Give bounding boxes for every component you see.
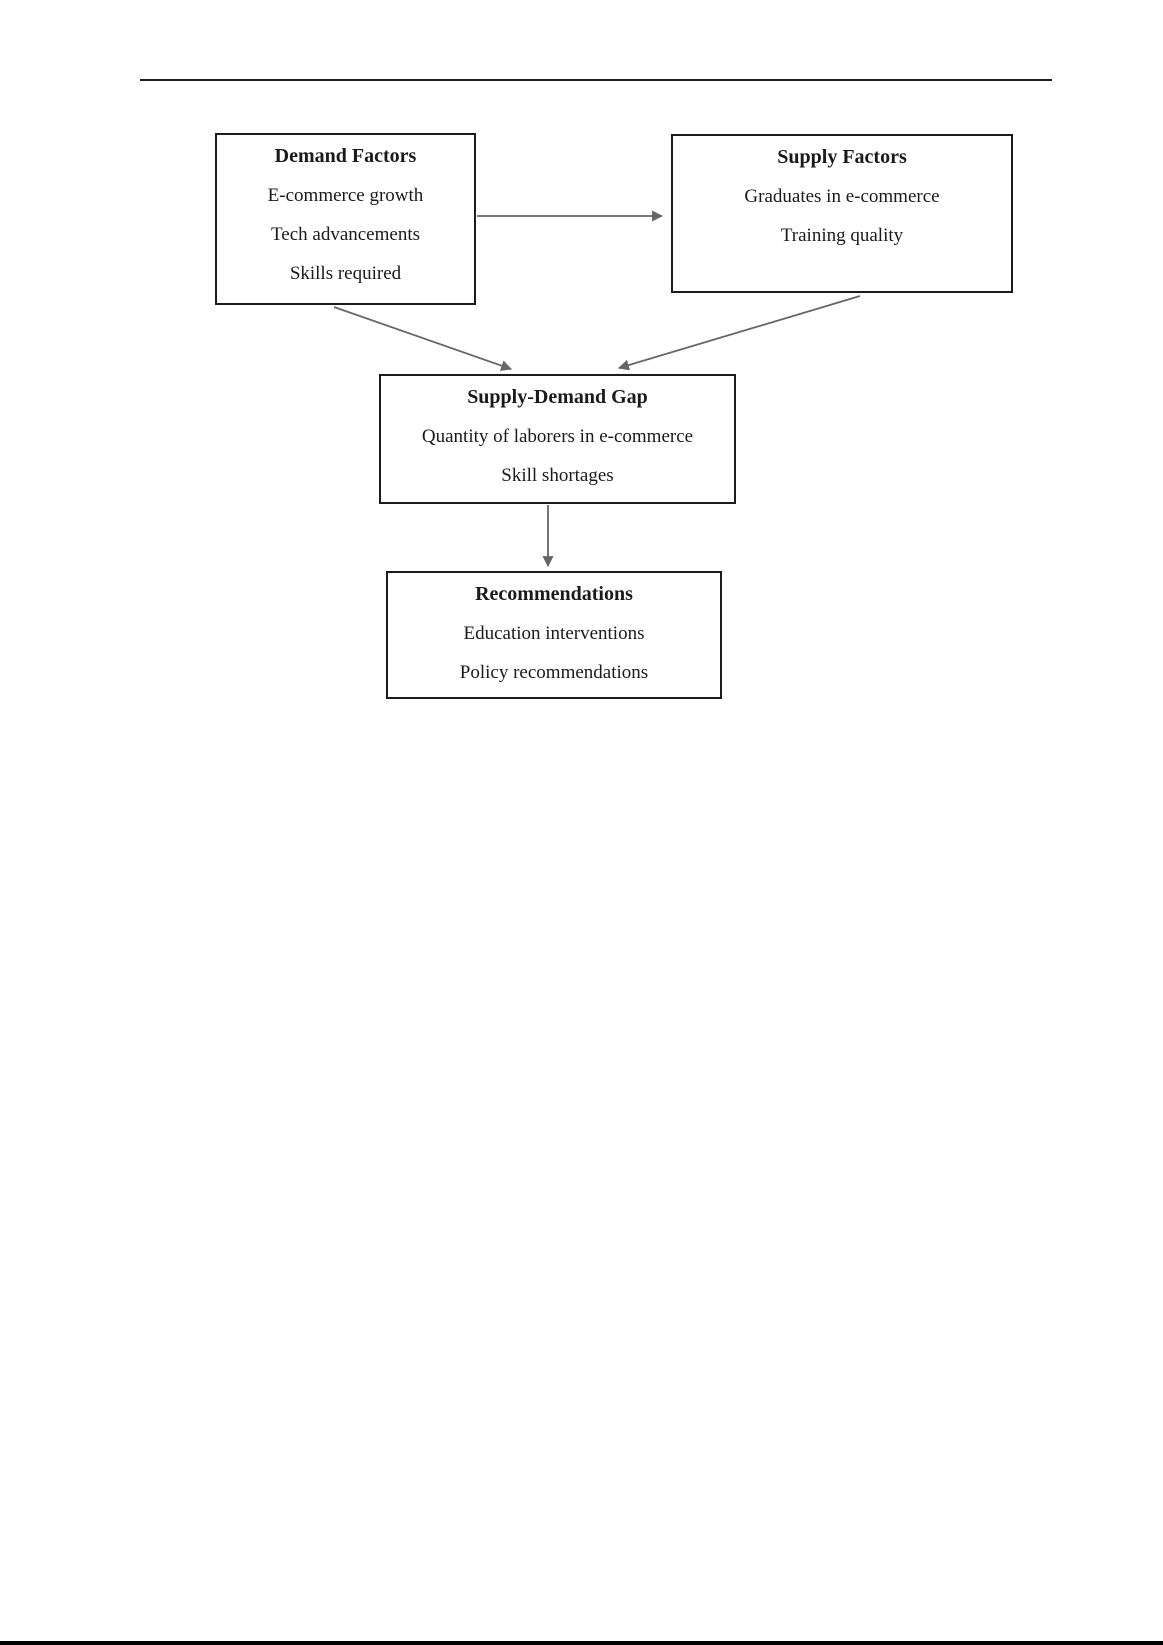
recommendations-item: Education interventions (463, 623, 645, 644)
footer-bar (0, 1641, 1163, 1645)
supply-demand-gap-title: Supply-Demand Gap (467, 386, 648, 408)
recommendations-item: Policy recommendations (459, 662, 649, 683)
demand-factors-item: E-commerce growth (267, 185, 424, 206)
supply-demand-gap-item: Quantity of laborers in e-commerce (421, 426, 694, 447)
supply-demand-gap-item: Skill shortages (501, 465, 614, 486)
demand-factors-item: Tech advancements (270, 224, 420, 245)
supply-demand-gap-box: Supply-Demand Gap Quantity of laborers i… (379, 374, 736, 504)
supply-factors-box: Supply Factors Graduates in e-commerce T… (671, 134, 1013, 293)
arrow-supply-to-gap (617, 295, 861, 371)
header-rule (140, 79, 1052, 81)
recommendations-title: Recommendations (475, 583, 633, 605)
recommendations-box: Recommendations Education interventions … (386, 571, 722, 699)
supply-factors-title: Supply Factors (777, 146, 907, 168)
supply-factors-item: Graduates in e-commerce (744, 186, 940, 207)
arrow-demand-to-gap (333, 306, 513, 371)
demand-factors-title: Demand Factors (274, 145, 417, 167)
supply-factors-item: Training quality (780, 225, 904, 246)
demand-factors-item: Skills required (289, 263, 402, 284)
demand-factors-box: Demand Factors E-commerce growth Tech ad… (215, 133, 476, 305)
